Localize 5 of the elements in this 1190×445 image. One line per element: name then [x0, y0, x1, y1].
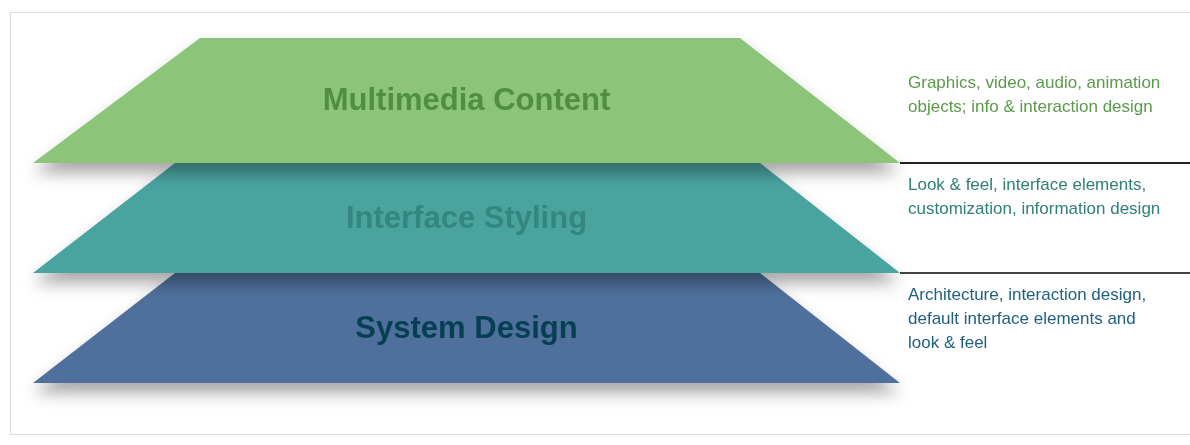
layer-description: Graphics, video, audio, animation objects; info & interaction design [908, 72, 1162, 118]
layer-title: System Design [355, 308, 578, 347]
layer-title: Multimedia Content [322, 81, 611, 120]
layer-description: Architecture, interaction design, default interface elements and look & feel [908, 284, 1148, 354]
layer-description: Look & feel, interface elements, customization, information design [908, 174, 1162, 220]
